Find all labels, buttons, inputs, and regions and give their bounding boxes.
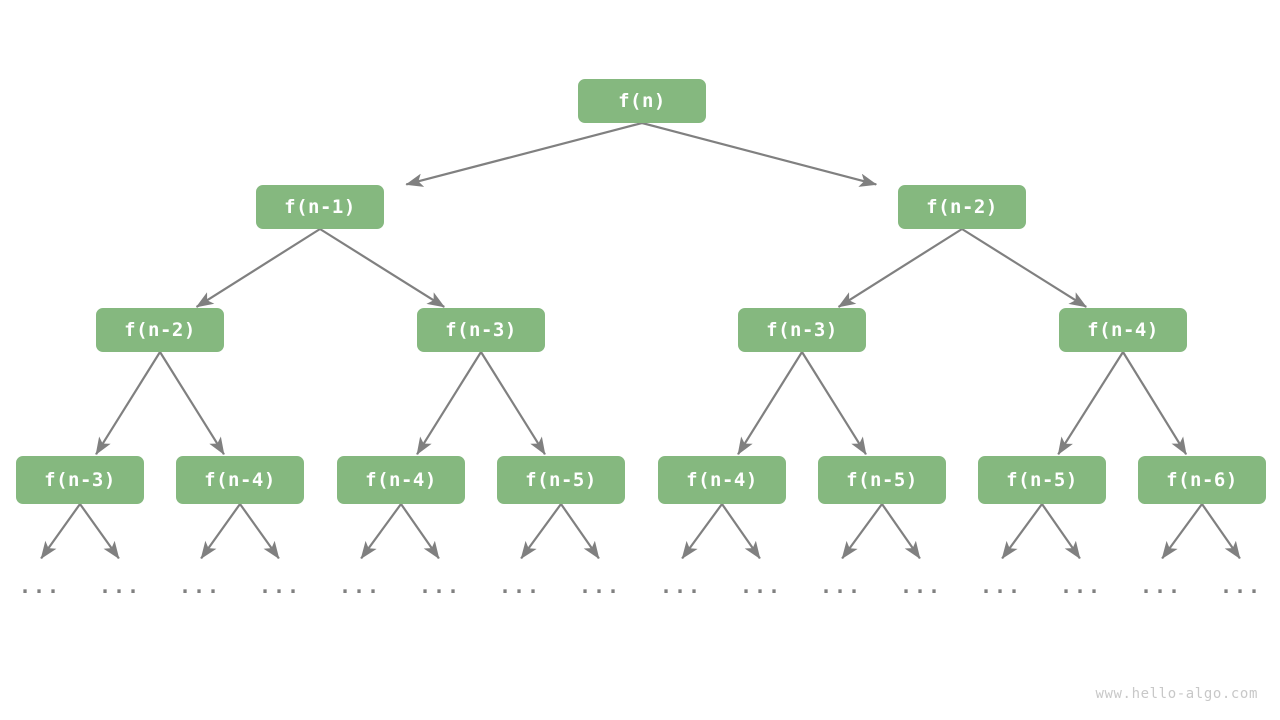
- leaf-edge-5: [400, 503, 440, 560]
- leaf-edge-7: [560, 503, 600, 560]
- ellipsis-12: ...: [979, 574, 1023, 598]
- leaf-edge-2: [200, 503, 241, 560]
- edge-n0-to-n1: [405, 121, 643, 187]
- tree-node-n5: f(n-3): [738, 308, 866, 352]
- leaf-edge-1: [79, 503, 120, 560]
- edge-n1-to-n3: [195, 228, 321, 308]
- edge-n1-to-n4: [319, 228, 445, 308]
- edge-n2-to-n6: [961, 228, 1087, 308]
- tree-node-n12: f(n-5): [818, 456, 946, 504]
- ellipsis-13: ...: [1059, 574, 1103, 598]
- leaf-edge-13: [1041, 503, 1081, 560]
- ellipsis-1: ...: [98, 574, 142, 598]
- leaf-edge-14: [1161, 503, 1203, 560]
- watermark: www.hello-algo.com: [1095, 686, 1258, 702]
- tree-node-n6: f(n-4): [1059, 308, 1187, 352]
- ellipsis-10: ...: [819, 574, 863, 598]
- edge-n4-to-n10: [480, 351, 546, 456]
- edge-n6-to-n14: [1122, 351, 1188, 456]
- edge-n3-to-n7: [95, 351, 161, 456]
- leaf-edge-10: [841, 503, 883, 560]
- tree-node-n10: f(n-5): [497, 456, 625, 504]
- ellipsis-3: ...: [258, 574, 302, 598]
- tree-node-n1: f(n-1): [256, 185, 384, 229]
- leaf-edge-3: [239, 503, 280, 560]
- leaf-edge-15: [1201, 503, 1241, 560]
- ellipsis-14: ...: [1139, 574, 1183, 598]
- ellipsis-5: ...: [418, 574, 462, 598]
- ellipsis-9: ...: [739, 574, 783, 598]
- leaf-edge-12: [1001, 503, 1043, 560]
- leaf-edge-11: [881, 503, 921, 560]
- edge-n3-to-n8: [159, 351, 225, 456]
- ellipsis-6: ...: [498, 574, 542, 598]
- ellipsis-7: ...: [578, 574, 622, 598]
- tree-node-n11: f(n-4): [658, 456, 786, 504]
- tree-node-n9: f(n-4): [337, 456, 465, 504]
- edge-n5-to-n11: [737, 351, 803, 456]
- ellipsis-8: ...: [659, 574, 703, 598]
- ellipsis-0: ...: [18, 574, 62, 598]
- edge-n6-to-n13: [1057, 351, 1124, 456]
- tree-node-n14: f(n-6): [1138, 456, 1266, 504]
- leaf-edge-6: [520, 503, 562, 560]
- tree-node-n8: f(n-4): [176, 456, 304, 504]
- tree-node-n4: f(n-3): [417, 308, 545, 352]
- leaf-edge-4: [360, 503, 402, 560]
- edge-n5-to-n12: [801, 351, 867, 456]
- tree-node-n13: f(n-5): [978, 456, 1106, 504]
- ellipsis-4: ...: [338, 574, 382, 598]
- ellipsis-2: ...: [178, 574, 222, 598]
- edge-n2-to-n5: [837, 228, 963, 308]
- tree-node-n2: f(n-2): [898, 185, 1026, 229]
- leaf-edge-9: [721, 503, 761, 560]
- edge-n0-to-n2: [641, 121, 878, 187]
- tree-node-n0: f(n): [578, 79, 706, 123]
- tree-edges: [95, 121, 1188, 456]
- ellipsis-15: ...: [1219, 574, 1263, 598]
- edge-n4-to-n9: [416, 351, 482, 456]
- tree-node-n7: f(n-3): [16, 456, 144, 504]
- leaf-edges: [40, 503, 1241, 560]
- ellipsis-11: ...: [899, 574, 943, 598]
- leaf-edge-0: [40, 503, 81, 560]
- tree-node-n3: f(n-2): [96, 308, 224, 352]
- leaf-edge-8: [681, 503, 723, 560]
